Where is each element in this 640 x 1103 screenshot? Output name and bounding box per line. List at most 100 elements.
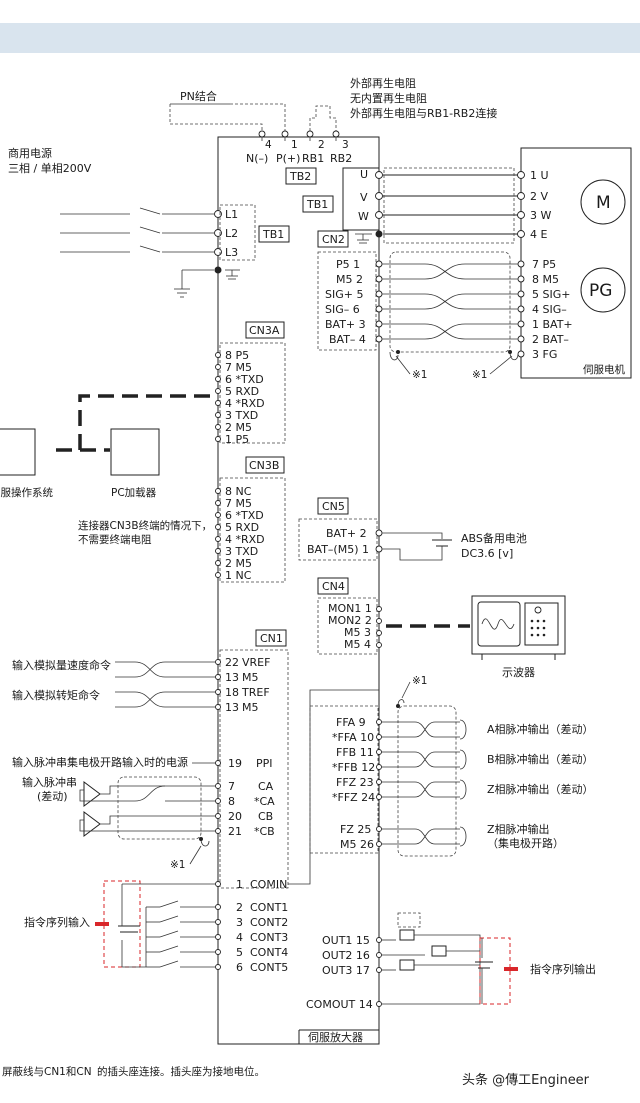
pulse-input-label-2: (差动): [37, 789, 68, 803]
svg-text:3 FG: 3 FG: [532, 348, 557, 361]
comm-cable: [55, 394, 210, 452]
motor-caption: 伺服电机: [583, 363, 625, 376]
svg-text:2 BAT–: 2 BAT–: [532, 333, 569, 346]
battery-label-1: ABS备用电池: [461, 531, 527, 545]
svg-text:13: 13: [225, 671, 239, 684]
z-phase-oc-out-1: Z相脉冲输出: [487, 822, 550, 836]
svg-text:7: 7: [228, 780, 235, 793]
cn2-left-pins: P5 1 M5 2 SIG+ 5 SIG– 6 BAT+ 3 BAT– 4: [325, 258, 366, 346]
svg-text:P5 1: P5 1: [336, 258, 360, 271]
servo-os-label: 伺服操作系统: [0, 486, 53, 499]
svg-text:CB: CB: [258, 810, 273, 823]
phase-l1: L1: [225, 208, 238, 221]
svg-text:M5 2: M5 2: [336, 273, 363, 286]
cn4-label: CN4: [322, 580, 345, 593]
uvw-left-u: U: [360, 168, 368, 181]
servo-os-device: [0, 428, 36, 476]
svg-text:1: 1: [236, 878, 243, 891]
svg-text:CONT1: CONT1: [250, 901, 288, 914]
svg-text:CONT3: CONT3: [250, 931, 288, 944]
pulse-input-drivers: [79, 776, 215, 847]
cn3b-note-2: 不需要终端电阻: [78, 533, 152, 546]
cn2-note-left: ※1: [412, 369, 427, 381]
pc-loader-device: [110, 428, 160, 476]
pulse-out-note: ※1: [412, 675, 427, 687]
top-terminal-rb1: RB1: [302, 152, 324, 165]
top-terminal-num-2: 2: [318, 139, 325, 151]
svg-text:7 M5: 7 M5: [225, 497, 252, 510]
svg-text:BAT+ 3: BAT+ 3: [325, 318, 366, 331]
svg-text:SIG– 6: SIG– 6: [325, 303, 360, 316]
analog-speed-cmd: 输入模拟量速度命令: [12, 658, 111, 672]
svg-text:20: 20: [228, 810, 242, 823]
svg-text:5 RXD: 5 RXD: [225, 385, 259, 398]
tb1-left-label: TB1: [262, 228, 284, 241]
cn5-label: CN5: [322, 500, 345, 513]
svg-text:5 SIG+: 5 SIG+: [532, 288, 570, 301]
top-banner: [0, 23, 640, 53]
analog-torque-cmd: 输入模拟转矩命令: [12, 688, 100, 702]
svg-text:FFA 9: FFA 9: [336, 716, 366, 729]
svg-text:2 M5: 2 M5: [225, 557, 252, 570]
svg-text:MON2 2: MON2 2: [328, 614, 372, 627]
top-terminal-num-1: 1: [291, 139, 298, 151]
footnote-2: 的插头座连接。插头座为接地电位。: [97, 1065, 265, 1078]
cn5-pin-2: BAT+ 2: [326, 527, 367, 540]
svg-text:*CB: *CB: [254, 825, 275, 838]
svg-text:*FFZ 24: *FFZ 24: [332, 791, 375, 804]
phase-l3: L3: [225, 246, 238, 259]
servo-amplifier-body: [217, 136, 380, 1045]
svg-text:COMOUT 14: COMOUT 14: [306, 998, 373, 1011]
cn1-label: CN1: [260, 632, 283, 645]
motor-term-v: 2 V: [530, 190, 548, 203]
cn2-right-pins: 7 P5 8 M5 5 SIG+ 4 SIG– 1 BAT+ 2 BAT– 3 …: [532, 258, 573, 361]
svg-text:8 M5: 8 M5: [532, 273, 559, 286]
svg-text:3 TXD: 3 TXD: [225, 545, 258, 558]
svg-text:1 BAT+: 1 BAT+: [532, 318, 573, 331]
battery-label-2: DC3.6 [v]: [461, 547, 513, 560]
seq-input-switches: [95, 880, 215, 968]
pulse-output-wires: [382, 699, 467, 857]
cn2-label: CN2: [322, 233, 345, 246]
svg-text:TREF: TREF: [241, 686, 270, 699]
oscilloscope-label: 示波器: [502, 666, 535, 679]
svg-text:19: 19: [228, 757, 242, 770]
analog-wires: [115, 661, 215, 708]
cn2-wires: [375, 251, 525, 361]
tb2-label: TB2: [289, 170, 311, 183]
svg-text:M5 3: M5 3: [344, 626, 371, 639]
svg-text:6: 6: [236, 961, 243, 974]
svg-text:7 P5: 7 P5: [532, 258, 556, 271]
svg-text:6 *TXD: 6 *TXD: [225, 509, 264, 522]
svg-text:CONT2: CONT2: [250, 916, 288, 929]
cn3b-pins: 8 NC 7 M5 6 *TXD 5 RXD 4 *RXD 3 TXD 2 M5…: [225, 485, 265, 582]
svg-text:3 TXD: 3 TXD: [225, 409, 258, 422]
top-terminal-num-3: 3: [342, 139, 349, 151]
svg-text:2 M5: 2 M5: [225, 421, 252, 434]
pn-label: PN结合: [180, 89, 217, 103]
top-terminal-rb2: RB2: [330, 152, 352, 165]
svg-text:4 SIG–: 4 SIG–: [532, 303, 567, 316]
footnote: 屏蔽线与CN1和CN: [2, 1065, 92, 1078]
cn2-note-right: ※1: [472, 369, 487, 381]
svg-text:4 *RXD: 4 *RXD: [225, 397, 265, 410]
svg-text:22: 22: [225, 656, 239, 669]
cn3b-label: CN3B: [249, 459, 279, 472]
regen-note-2: 无内置再生电阻: [350, 91, 427, 105]
svg-text:FZ 25: FZ 25: [340, 823, 371, 836]
svg-text:*CA: *CA: [254, 795, 275, 808]
z-phase-out: Z相脉冲输出（差动）: [487, 782, 594, 796]
svg-text:OUT2 16: OUT2 16: [322, 949, 370, 962]
watermark: 头条 @傳工Engineer: [462, 1072, 590, 1088]
motor-symbol: [580, 179, 626, 225]
svg-text:8 NC: 8 NC: [225, 485, 252, 498]
svg-text:OUT1 15: OUT1 15: [322, 934, 370, 947]
top-terminal-n: N(–): [246, 152, 268, 165]
power-lines: [60, 207, 214, 298]
svg-text:CA: CA: [258, 780, 274, 793]
encoder-symbol: [580, 267, 626, 313]
pulse-input-label-1: 输入脉冲串: [22, 775, 77, 789]
cn4-pins: MON1 1 MON2 2 M5 3 M5 4: [328, 602, 372, 651]
svg-text:1 P5: 1 P5: [225, 433, 249, 446]
svg-text:FFB 11: FFB 11: [336, 746, 374, 759]
